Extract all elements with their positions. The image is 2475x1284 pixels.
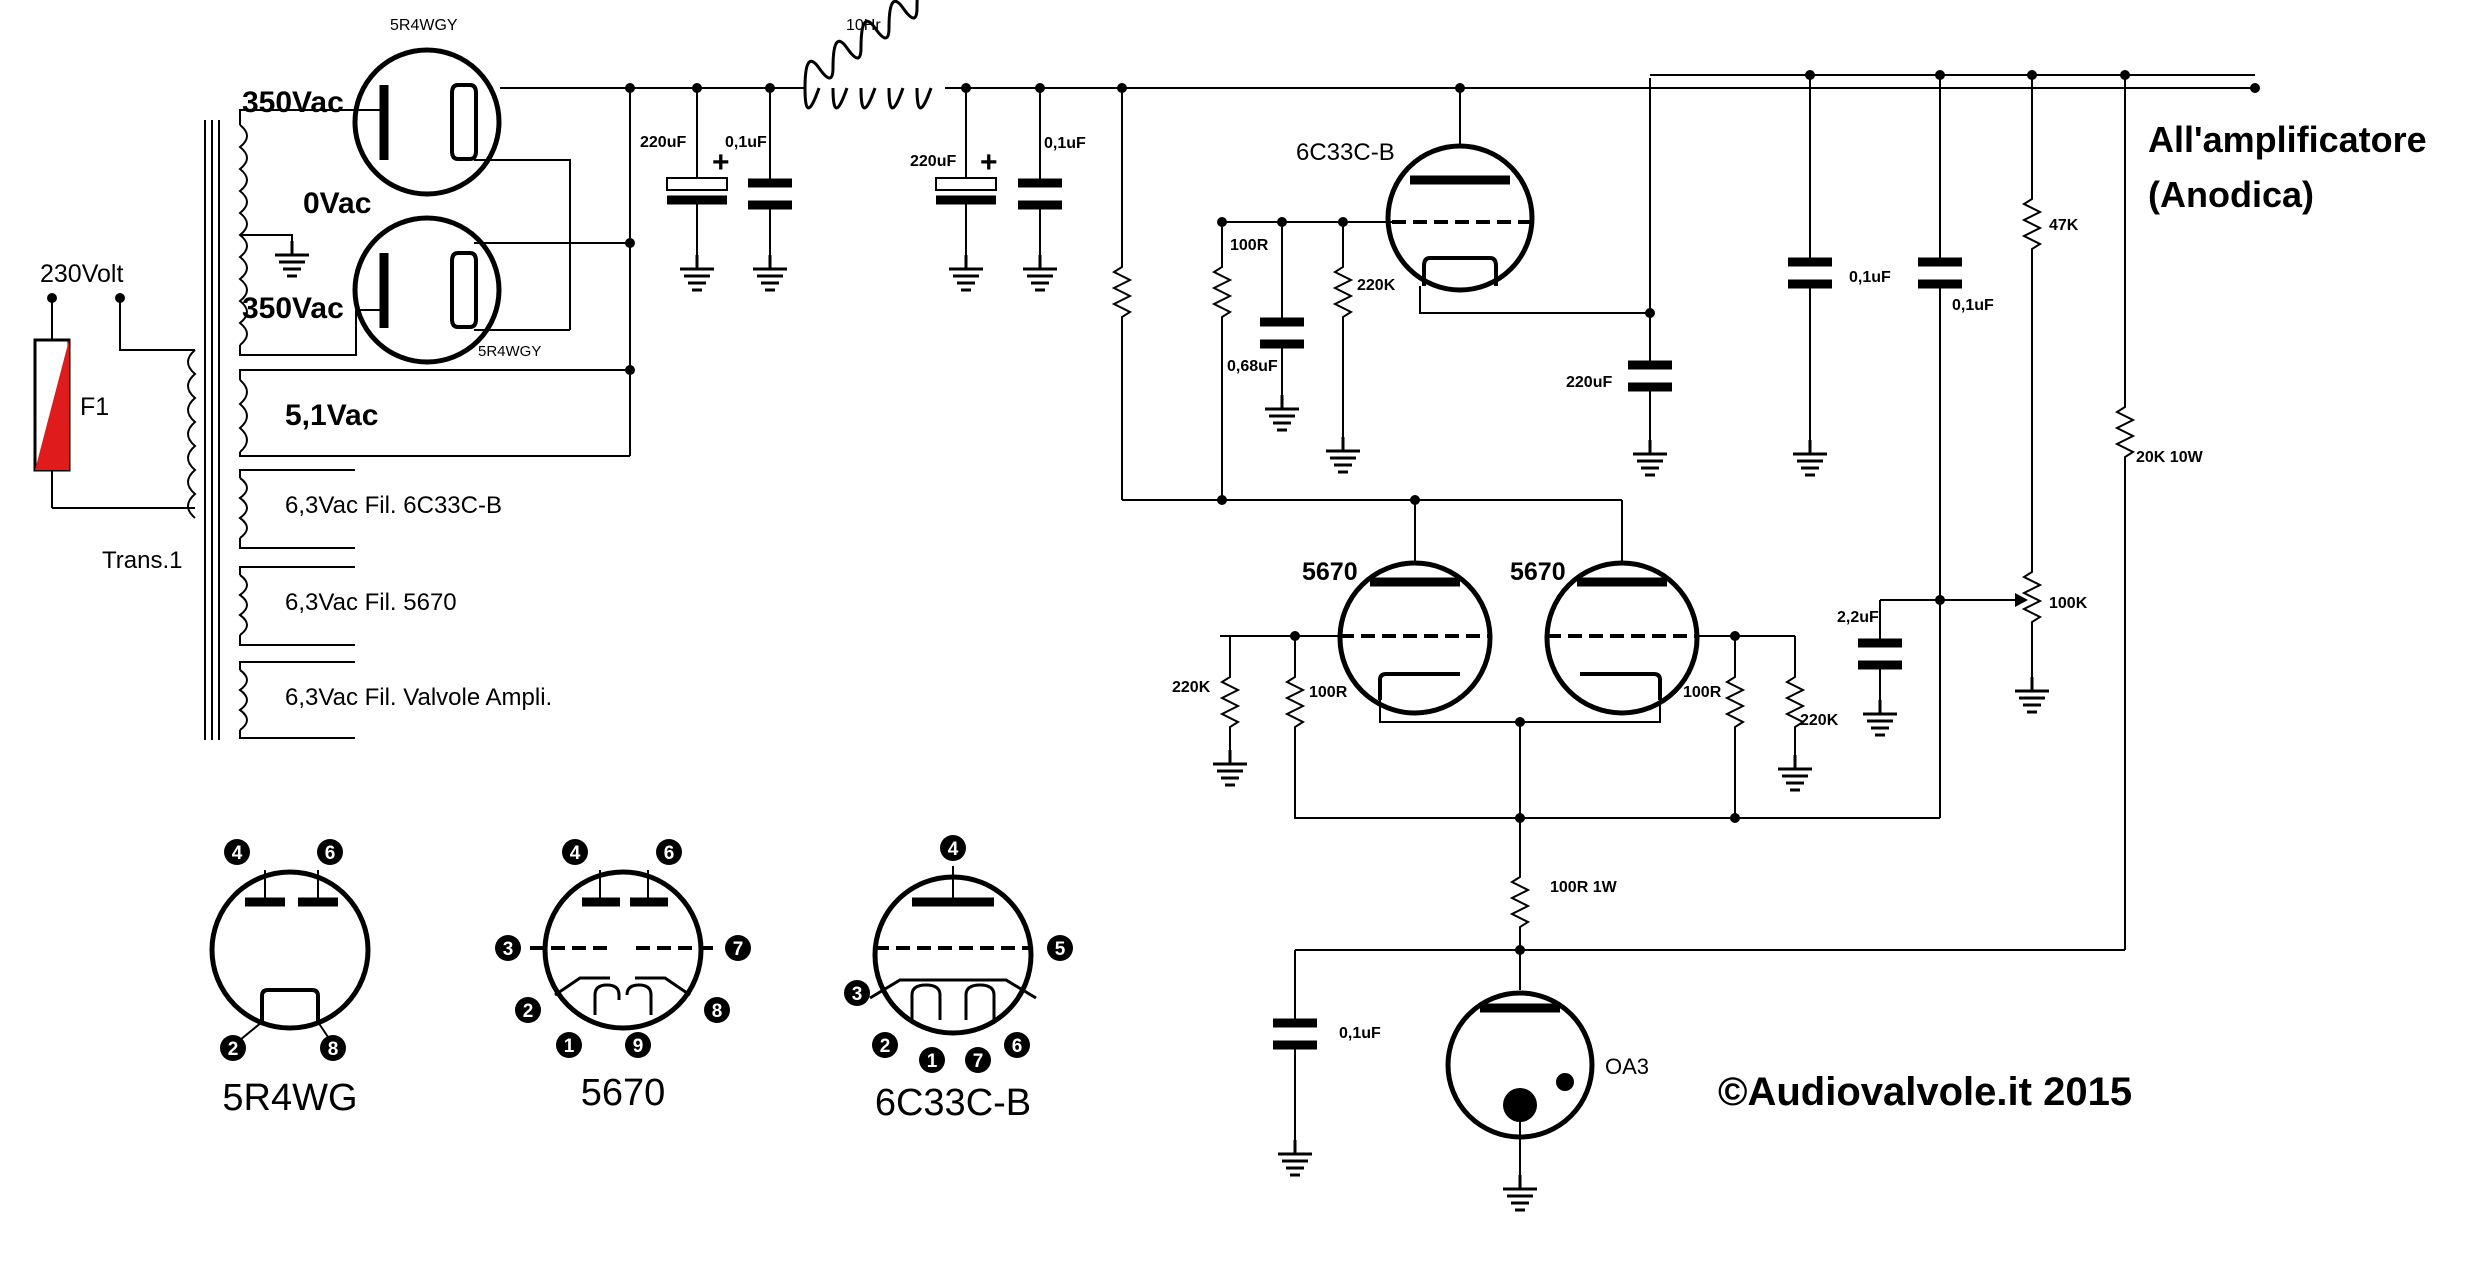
pin-label: 3 <box>503 939 514 960</box>
pin-label: 7 <box>973 1051 984 1072</box>
fil-2-label: 6,3Vac Fil. 5670 <box>285 589 457 616</box>
pin-label: 2 <box>880 1036 891 1057</box>
pin-label: 6 <box>325 843 336 864</box>
sec-hv-top-label: 350Vac <box>242 86 344 119</box>
tube-5670-right: 5670 <box>1510 500 1700 716</box>
r-100r-1w-label: 100R 1W <box>1550 879 1618 896</box>
mains-label: 230Volt <box>40 260 123 288</box>
r-220k-left-label: 220K <box>1172 679 1211 696</box>
tube-5670-b-label: 5670 <box>1510 558 1566 586</box>
pin-label: 5 <box>1055 939 1066 960</box>
rect-bottom-label: 5R4WGY <box>478 343 541 360</box>
sec-hv-bottom-label: 350Vac <box>242 292 344 325</box>
r-47k-label: 47K <box>2049 217 2079 234</box>
output-network: 0,1uF 0,1uF 47K 100K 2,2uF 20K 10W All'a… <box>1788 70 2427 950</box>
copyright-text: ©Audiovalvole.it 2015 <box>1718 1070 2132 1114</box>
c2-label: 0,1uF <box>725 134 767 151</box>
r-20k-label: 20K 10W <box>2136 449 2204 466</box>
c1-label: 220uF <box>640 134 686 151</box>
fuse-label: F1 <box>80 393 109 421</box>
fuse-f1: F1 <box>33 338 109 472</box>
c4-label: 0,1uF <box>1044 135 1086 152</box>
pinout-5670-name: 5670 <box>581 1072 666 1114</box>
choke-label: 10Hr <box>846 17 881 34</box>
r-100r-right-label: 100R <box>1683 684 1722 701</box>
pin-label: 8 <box>712 1001 723 1022</box>
tube-oa3-label: OA3 <box>1605 1054 1649 1079</box>
tube-6c33c-b: 6C33C-B <box>1222 83 1651 345</box>
pin-label: 6 <box>664 843 675 864</box>
rectifier-top: 5R4WGY <box>352 17 630 330</box>
c-01-a-label: 0,1uF <box>1849 269 1891 286</box>
c-22-label: 2,2uF <box>1837 609 1879 626</box>
sec-5v-label: 5,1Vac <box>285 399 378 432</box>
pinout-5670: 4 6 3 7 2 8 1 9 5670 <box>495 839 751 1114</box>
regulator-section: 100R 1W 0,1uF OA3 <box>1273 818 2125 1212</box>
transformer-label: Trans.1 <box>102 547 182 574</box>
plus-2: + <box>980 146 998 179</box>
5670-network: 220K 100R 100R 220K <box>1122 495 1940 823</box>
pin-label: 2 <box>228 1039 239 1060</box>
cathode-output: 220uF <box>1566 74 2255 477</box>
tube-5670-left: 5670 <box>1302 500 1493 716</box>
fil-3-label: 6,3Vac Fil. Valvole Ampli. <box>285 684 552 711</box>
r-100k-label: 100K <box>2049 595 2088 612</box>
r-220k-right-label: 220K <box>1800 712 1839 729</box>
pin-label: 4 <box>948 839 959 860</box>
pin-label: 7 <box>733 939 744 960</box>
pin-label: 1 <box>927 1051 938 1072</box>
pin-label: 9 <box>633 1036 644 1057</box>
mains-input: 230Volt <box>40 260 195 509</box>
c-01-ref-label: 0,1uF <box>1339 1025 1381 1042</box>
tube-6c33-label: 6C33C-B <box>1296 139 1395 166</box>
filter-section: 10Hr + 220uF 0,1uF + 220uF 0,1uF <box>630 0 2260 292</box>
c-068-label: 0,68uF <box>1227 358 1278 375</box>
rectifier-bottom: 5R4WGY <box>352 215 630 365</box>
sec-ct-label: 0Vac <box>303 187 371 220</box>
plus-1: + <box>712 146 730 179</box>
tube-5670-a-label: 5670 <box>1302 558 1358 586</box>
pin-label: 8 <box>328 1039 339 1060</box>
fuse-fill <box>35 340 69 470</box>
c-01-b-label: 0,1uF <box>1952 297 1994 314</box>
r-220k-grid-label: 220K <box>1357 277 1396 294</box>
r-100r-grid-label: 100R <box>1230 237 1269 254</box>
pin-label: 2 <box>523 1001 534 1022</box>
pin-label: 1 <box>564 1036 575 1057</box>
pin-label: 3 <box>852 984 863 1005</box>
pin-label: 4 <box>232 843 243 864</box>
transformer: Trans.1 350Vac 0Vac 350Vac 5,1Vac 6,3Vac… <box>102 86 630 740</box>
fil-1-label: 6,3Vac Fil. 6C33C-B <box>285 492 502 519</box>
pinout-6c33-name: 6C33C-B <box>875 1082 1031 1124</box>
pinout-5r4wg: 4 6 2 8 5R4WG <box>209 839 371 1119</box>
pinout-5r4-name: 5R4WG <box>222 1077 357 1119</box>
pin-label: 4 <box>570 843 581 864</box>
c3-label: 220uF <box>910 153 956 170</box>
rect-top-label: 5R4WGY <box>390 17 458 34</box>
output-label-1: All'amplificatore <box>2148 119 2427 160</box>
pin-label: 6 <box>1012 1036 1023 1057</box>
r-100r-left-label: 100R <box>1309 684 1348 701</box>
pinout-6c33c-b: 4 3 5 2 1 7 6 6C33C-B <box>844 835 1073 1124</box>
output-label-2: (Anodica) <box>2148 174 2314 215</box>
grid-network-6c33: 100R 0,68uF 220K <box>1113 83 1396 505</box>
c-220-out-label: 220uF <box>1566 374 1612 391</box>
